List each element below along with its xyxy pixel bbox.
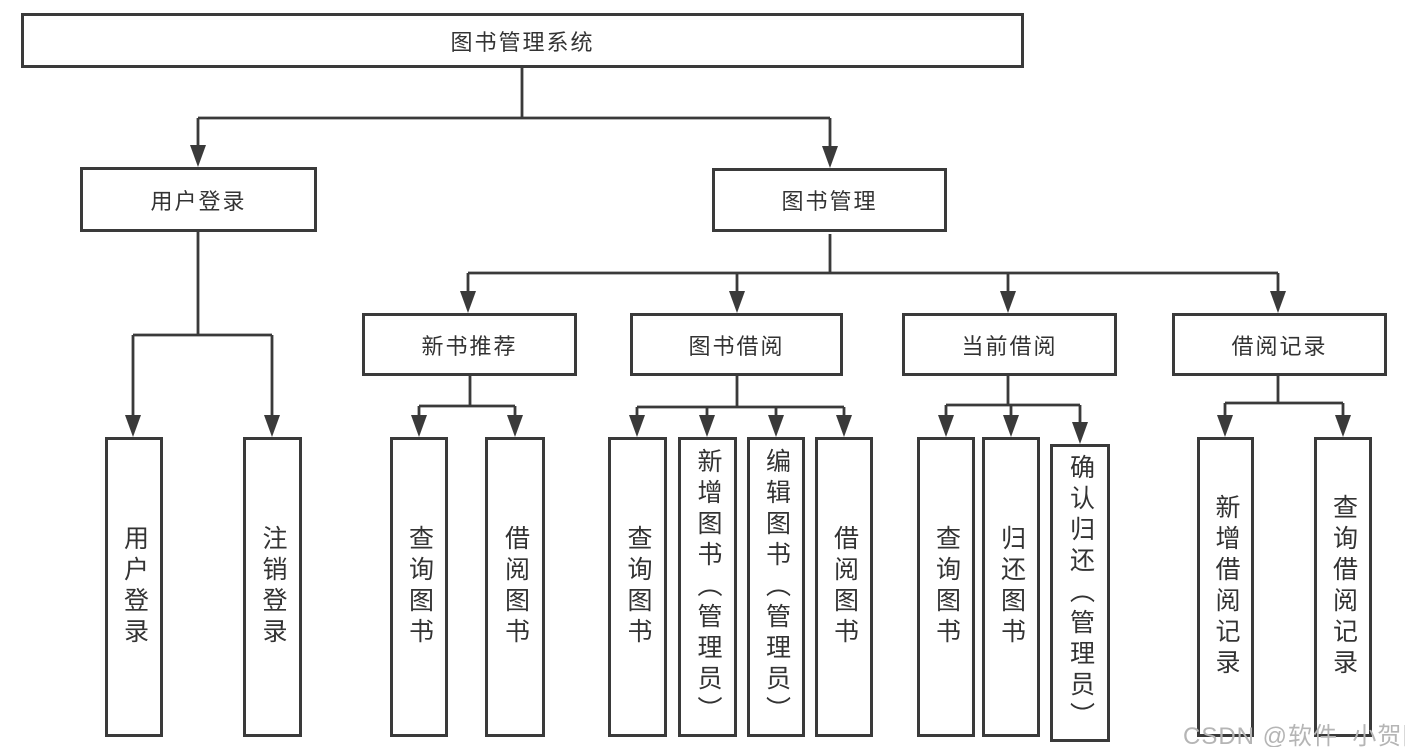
leaf-add-books-admin: 新增图书（管理员）	[678, 437, 737, 737]
node-new-book-recommend-label: 新书推荐	[421, 333, 518, 359]
node-current-borrow: 当前借阅	[902, 313, 1117, 376]
leaf-query-books-current-label: 查询图书	[932, 525, 961, 649]
node-new-book-recommend: 新书推荐	[362, 313, 577, 376]
leaf-user-login: 用户登录	[105, 437, 163, 737]
leaf-query-books-borrow: 查询图书	[608, 437, 667, 737]
leaf-borrow-books: 借阅图书	[815, 437, 873, 737]
leaf-query-books-recommend: 查询图书	[390, 437, 448, 737]
leaf-user-login-label: 用户登录	[120, 525, 149, 649]
leaf-borrow-books-recommend: 借阅图书	[485, 437, 545, 737]
node-borrow-record-label: 借阅记录	[1231, 333, 1328, 359]
node-root-label: 图书管理系统	[450, 29, 595, 55]
leaf-borrow-books-recommend-label: 借阅图书	[501, 525, 530, 649]
leaf-query-books-current: 查询图书	[917, 437, 975, 737]
arrowheads	[125, 145, 1351, 444]
leaf-query-books-recommend-label: 查询图书	[405, 525, 434, 649]
leaf-return-books-label: 归还图书	[997, 525, 1026, 649]
node-user-login-label: 用户登录	[150, 188, 247, 214]
leaf-logout: 注销登录	[243, 437, 302, 737]
node-user-login: 用户登录	[80, 167, 317, 232]
node-current-borrow-label: 当前借阅	[961, 333, 1058, 359]
watermark: CSDN @软件_小贺同学	[1183, 723, 1405, 747]
node-book-borrow: 图书借阅	[630, 313, 843, 376]
leaf-add-books-admin-label: 新增图书（管理员）	[694, 447, 722, 727]
node-root: 图书管理系统	[21, 13, 1024, 68]
leaf-query-borrow-record-label: 查询借阅记录	[1329, 494, 1358, 680]
leaf-confirm-return-admin-label: 确认归还（管理员）	[1066, 453, 1095, 733]
leaf-query-books-borrow-label: 查询图书	[624, 525, 652, 649]
leaf-return-books: 归还图书	[982, 437, 1040, 737]
leaf-query-borrow-record: 查询借阅记录	[1314, 437, 1372, 737]
leaf-logout-label: 注销登录	[259, 525, 287, 649]
node-borrow-record: 借阅记录	[1172, 313, 1387, 376]
node-book-borrow-label: 图书借阅	[688, 333, 785, 359]
leaf-add-borrow-record: 新增借阅记录	[1197, 437, 1254, 737]
leaf-borrow-books-label: 借阅图书	[830, 525, 859, 649]
leaf-confirm-return-admin: 确认归还（管理员）	[1050, 444, 1110, 742]
node-book-management: 图书管理	[712, 168, 947, 232]
leaf-edit-books-admin: 编辑图书（管理员）	[747, 437, 805, 737]
leaf-edit-books-admin-label: 编辑图书（管理员）	[762, 447, 791, 727]
node-book-management-label: 图书管理	[781, 189, 878, 214]
leaf-add-borrow-record-label: 新增借阅记录	[1212, 494, 1240, 680]
